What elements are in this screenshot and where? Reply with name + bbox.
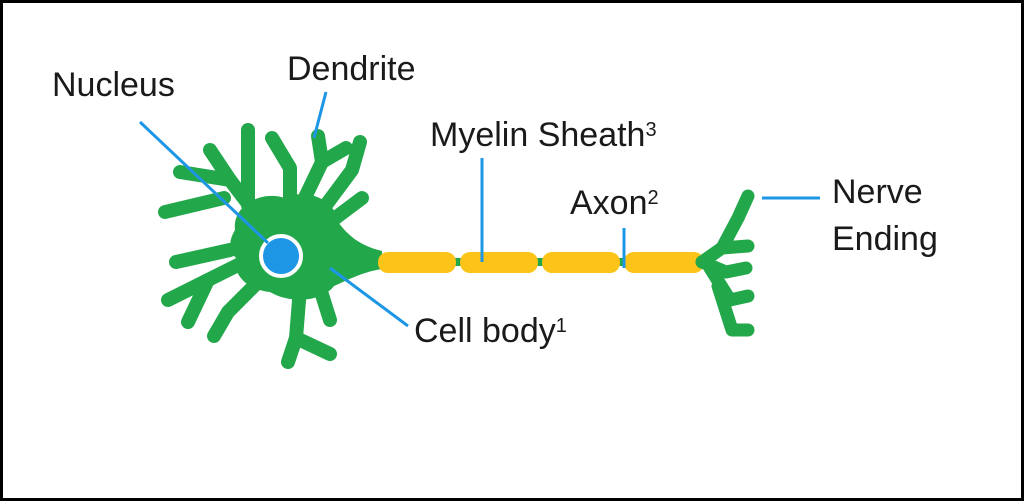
myelin-segments [378,252,704,273]
myelin-segment-4 [624,252,704,273]
neuron-diagram: Nucleus Dendrite Myelin Sheath3 Axon2 Ne… [52,50,938,369]
dendrite-leader [312,91,328,139]
nerve-ending-label-line1: Nerve [832,173,923,211]
myelin-sheath-label: Myelin Sheath [430,116,645,154]
myelin-segment-2 [460,252,538,273]
cell-body-shape [230,194,382,300]
leader-lines [138,91,820,328]
labels: Nucleus Dendrite Myelin Sheath3 Axon2 Ne… [52,50,938,350]
dendrites [158,123,369,369]
myelin-segment-3 [542,252,620,273]
dendrite-label: Dendrite [287,50,416,88]
myelin-segment-1 [378,252,456,273]
nucleus-label: Nucleus [52,66,175,104]
nucleus-shape [259,234,303,278]
axon-note: 2 [648,187,659,209]
axon-label: Axon [570,184,648,222]
cell-body-leader [329,266,409,328]
nerve-ending-label-line2: Ending [832,220,938,258]
myelin-sheath-note: 3 [645,119,656,141]
myelin-sheath-label-group: Myelin Sheath3 [430,116,657,154]
nucleus-leader [138,120,270,245]
cell-body-label-group: Cell body1 [414,312,567,350]
cell-body-label: Cell body [414,312,556,350]
neuron-icon [158,123,755,369]
cell-body-note: 1 [556,315,567,337]
axon-label-group: Axon2 [570,184,659,222]
axon-terminal [695,189,755,337]
